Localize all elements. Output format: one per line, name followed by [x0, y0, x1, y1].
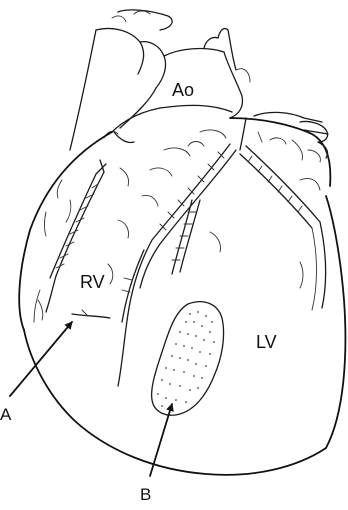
lesion-dots [157, 311, 215, 411]
label-arrow-b: B [140, 485, 151, 504]
label-aorta: Ao [172, 80, 194, 100]
label-left-ventricle: LV [256, 332, 277, 352]
label-right-ventricle: RV [80, 272, 105, 292]
arrow-b [150, 404, 172, 476]
label-arrow-a: A [0, 405, 12, 424]
heart-outline [19, 108, 345, 475]
great-vessels [70, 10, 250, 150]
arrow-a [10, 322, 72, 396]
coronary-arteries [34, 118, 326, 386]
lesion-patch [152, 302, 224, 416]
